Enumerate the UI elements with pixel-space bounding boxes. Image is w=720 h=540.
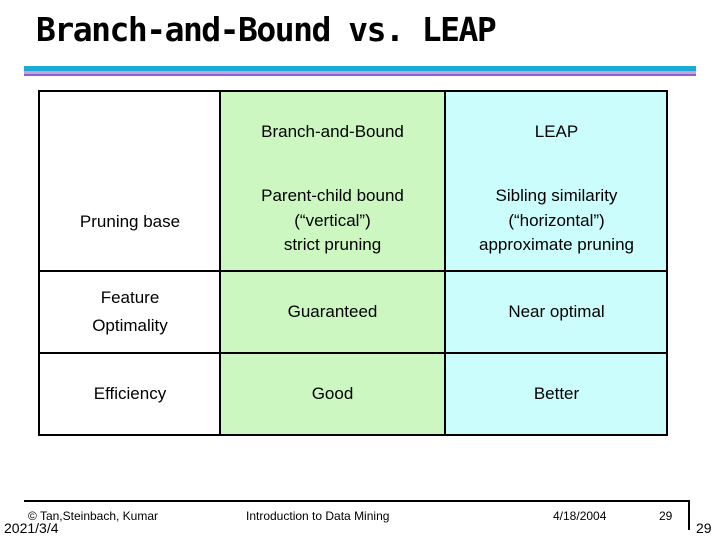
row-label-line: Optimality — [92, 315, 168, 335]
cell-line: Parent-child bound — [261, 185, 404, 205]
cell-bb-pruning: Parent-child bound (“vertical”) strict p… — [220, 176, 445, 266]
header-leap: LEAP — [534, 121, 579, 141]
cell-line: Sibling similarity — [495, 185, 618, 205]
row-label-line: Feature — [100, 287, 160, 307]
cell-leap-pruning: Sibling similarity (“horizontal”) approx… — [445, 176, 666, 266]
footer-date: 4/18/2004 — [553, 509, 607, 523]
row-label-feature-optimality: Feature Optimality — [40, 282, 220, 342]
footer-rule — [24, 500, 688, 502]
footer-date-left: 2021/3/4 — [4, 520, 59, 536]
table-divider-vertical — [444, 92, 446, 434]
comparison-table: Branch-and-Bound LEAP Pruning base Paren… — [38, 90, 668, 436]
footer-page-number-outer: 29 — [696, 520, 712, 536]
cell-line: (“horizontal”) — [508, 210, 605, 230]
footer-author: © Tan,Steinbach, Kumar — [28, 509, 159, 523]
title-rule-lavender — [24, 71, 696, 74]
table-divider-horizontal — [40, 270, 666, 272]
footer-rule-end — [688, 500, 690, 530]
title-rule-purple — [24, 74, 696, 76]
row-label-pruning-base: Pruning base — [79, 211, 181, 231]
cell-bb-efficiency: Good — [311, 383, 354, 403]
cell-line: (“vertical”) — [294, 210, 371, 230]
cell-line: approximate pruning — [479, 235, 634, 255]
cell-line: strict pruning — [283, 235, 382, 255]
footer-page-number: 29 — [659, 509, 673, 523]
cell-leap-optimality: Near optimal — [508, 301, 605, 321]
cell-leap-efficiency: Better — [533, 383, 580, 403]
header-branch-and-bound: Branch-and-Bound — [261, 121, 404, 141]
footer-course: Introduction to Data Mining — [246, 509, 390, 523]
leap-column-background — [445, 92, 666, 434]
bb-column-background — [220, 92, 445, 434]
slide-title: Branch-and-Bound vs. LEAP — [36, 10, 497, 49]
title-rule-blue — [24, 66, 696, 71]
row-label-efficiency: Efficiency — [93, 383, 167, 403]
table-divider-vertical — [219, 92, 221, 434]
table-divider-horizontal — [40, 352, 666, 354]
cell-bb-optimality: Guaranteed — [287, 301, 378, 321]
